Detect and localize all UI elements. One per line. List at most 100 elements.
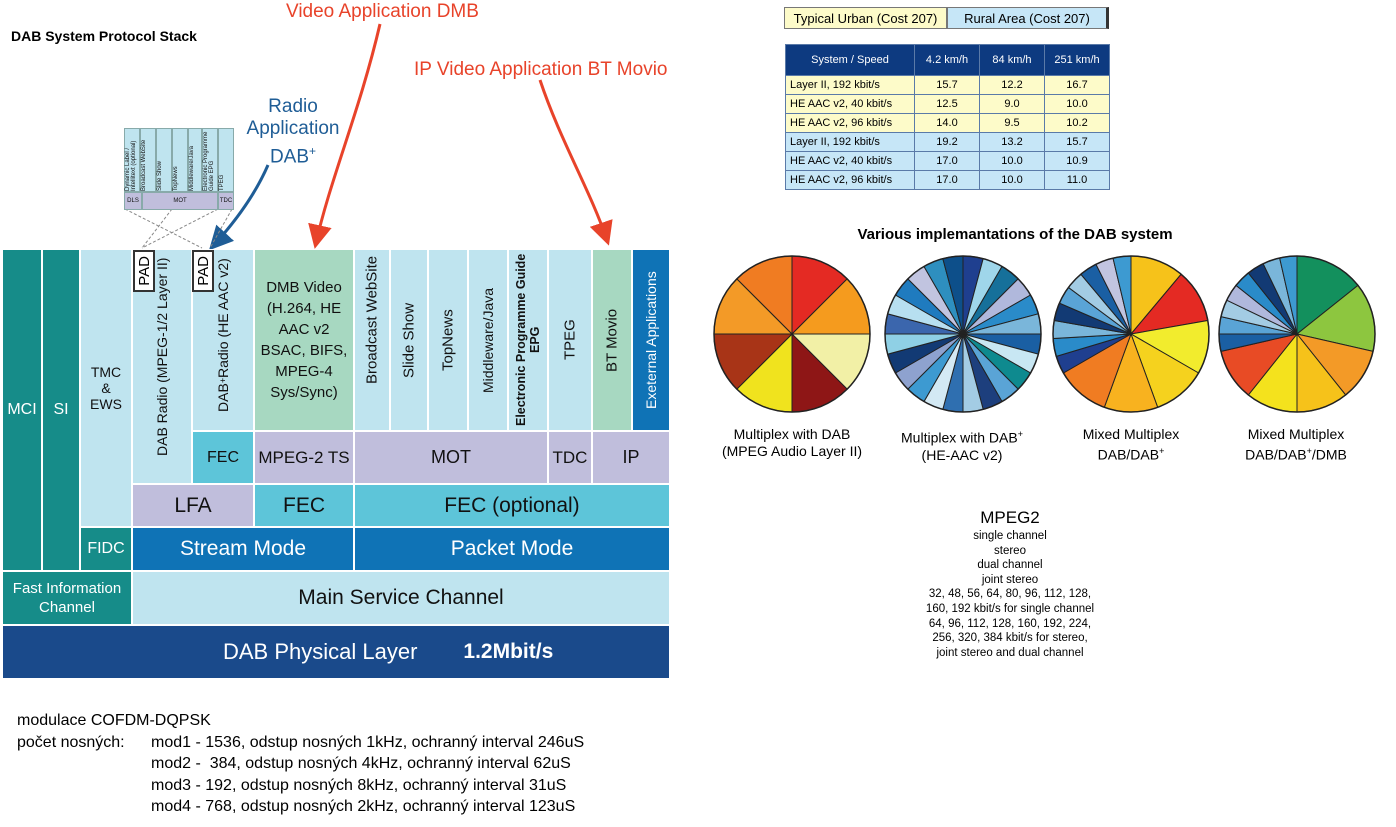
- epg-cell: Electronic Programme Guide EPG: [508, 249, 548, 431]
- table-cell: 13.2: [979, 132, 1045, 152]
- tdc-cell: TDC: [548, 431, 592, 484]
- pie-2-line-1: Multiplex with DAB+: [877, 426, 1047, 447]
- legend-rural: Rural Area (Cost 207): [947, 7, 1109, 29]
- table-cell: 9.5: [979, 113, 1045, 133]
- mini-tdc: TDC: [218, 192, 234, 210]
- table-cell: 12.2: [979, 75, 1045, 95]
- arrow-radio-dab: [208, 164, 270, 251]
- video-application-label: Video Application DMB: [286, 1, 479, 22]
- fec-small-cell: FEC: [192, 431, 254, 484]
- ip-video-application-label: IP Video Application BT Movio: [414, 59, 668, 80]
- table-cell: 10.0: [979, 170, 1045, 190]
- external-applications-cell: Exeternal Applications: [632, 249, 670, 431]
- mini-epg-col: Electronic Programme Guide EPG: [202, 128, 218, 192]
- mci-cell: MCI: [2, 249, 42, 571]
- pie-4-line-1: Mixed Multiplex: [1247, 426, 1345, 442]
- mpeg2-line: 32, 48, 56, 64, 80, 96, 112, 128,: [928, 588, 1092, 601]
- dab-plus-radio-label: Radio (HE AAC v2): [215, 258, 231, 378]
- radio-app-dab: DAB: [269, 146, 310, 168]
- pie-4-outline: [1218, 255, 1376, 413]
- physical-rate-label: 1.2Mbit/s: [463, 640, 554, 663]
- mode-line: mod3 - 192, odstup nosných 8kHz, ochrann…: [151, 776, 567, 794]
- middleware-cell: Middleware/Java: [468, 249, 508, 431]
- msc-cell: Main Service Channel: [132, 571, 670, 625]
- pie-2-outline: [884, 255, 1042, 413]
- arrows-overlay: [124, 23, 613, 251]
- mini-topnews-col: TopNews: [172, 128, 188, 192]
- radio-app-line-2: Application: [246, 118, 340, 139]
- pie-3-sup: +: [1159, 446, 1165, 456]
- mini-protocol-stack: Dynamic Label / Intellitext (optional) B…: [124, 128, 234, 210]
- modulation-line: modulace COFDM-DQPSK: [17, 712, 211, 729]
- pie-label-3: Mixed Multiplex DAB/DAB+: [1046, 426, 1216, 464]
- pie-4-text: DAB/DAB: [1245, 446, 1307, 463]
- pie-2-text: Multiplex with DAB: [901, 429, 1018, 446]
- mot-cell: MOT: [354, 431, 548, 484]
- mpeg2-line: dual channel: [977, 559, 1043, 572]
- table-cell: 15.7: [1044, 132, 1110, 152]
- mpeg2-line: stereo: [994, 544, 1026, 557]
- table-cell: 10.0: [979, 151, 1045, 171]
- table-header: 84 km/h: [979, 44, 1045, 76]
- table-cell: 17.0: [914, 170, 980, 190]
- pad-box-1: PAD: [133, 250, 155, 292]
- dab-plus-sup: +: [218, 377, 228, 384]
- lfa-cell: LFA: [132, 484, 254, 527]
- speed-table: System / Speed 4.2 km/h 84 km/h 251 km/h…: [785, 44, 1110, 190]
- mpeg2-ts-cell: MPEG-2 TS: [254, 431, 354, 484]
- mpeg2-line: 256, 320, 384 kbit/s for stereo,: [932, 632, 1088, 645]
- bt-movio-cell: BT Movio: [592, 249, 632, 431]
- mode-line: mod1 - 1536, odstup nosných 1kHz, ochran…: [151, 733, 585, 751]
- pie-3-line-2: DAB/DAB+: [1046, 443, 1216, 464]
- fec-optional-cell: FEC (optional): [354, 484, 670, 527]
- mpeg2-line: single channel: [973, 530, 1047, 542]
- stream-mode-cell: Stream Mode: [132, 527, 354, 571]
- pie-charts: [713, 255, 1376, 413]
- packet-mode-cell: Packet Mode: [354, 527, 670, 571]
- physical-layer-cell: DAB Physical Layer 1.2Mbit/s: [2, 625, 670, 679]
- table-cell: 14.0: [914, 113, 980, 133]
- table-cell: 9.0: [979, 94, 1045, 114]
- pie-2-line-2: (HE-AAC v2): [921, 446, 1003, 463]
- table-cell: 17.0: [914, 151, 980, 171]
- table-cell: 10.9: [1044, 151, 1110, 171]
- pies-title: Various implemantations of the DAB syste…: [857, 226, 1173, 243]
- tmc-ews-cell: TMC & EWS: [80, 249, 132, 527]
- arrow-video-dmb: [308, 23, 382, 249]
- table-cell: 16.7: [1044, 75, 1110, 95]
- pie-label-4: Mixed Multiplex DAB/DAB+/DMB: [1211, 426, 1381, 464]
- physical-layer-label: DAB Physical Layer: [223, 639, 418, 664]
- pie-label-2: Multiplex with DAB+ (HE-AAC v2): [877, 426, 1047, 464]
- topnews-cell: TopNews: [428, 249, 468, 431]
- table-cell: Layer II, 192 kbit/s: [785, 132, 915, 152]
- table-cell: 10.0: [1044, 94, 1110, 114]
- table-cell: 12.5: [914, 94, 980, 114]
- pie-3-outline: [1052, 255, 1210, 413]
- mini-broadcast-col: Broadcast WebSite: [140, 128, 156, 192]
- mpeg2-line: joint stereo: [981, 573, 1039, 586]
- table-cell: HE AAC v2, 96 kbit/s: [785, 170, 915, 190]
- fidc-cell: FIDC: [80, 527, 132, 571]
- pie-3-text: DAB/DAB: [1097, 446, 1160, 463]
- table-cell: HE AAC v2, 40 kbit/s: [785, 94, 915, 114]
- table-cell: HE AAC v2, 96 kbit/s: [785, 113, 915, 133]
- pie-1-outline: [713, 255, 871, 413]
- table-cell: 15.7: [914, 75, 980, 95]
- pie-3-line-1: Mixed Multiplex: [1082, 426, 1180, 442]
- arrow-bt-movio: [538, 79, 613, 246]
- mini-dls: DLS: [124, 192, 142, 210]
- table-cell: 11.0: [1044, 170, 1110, 190]
- mpeg2-line: 160, 192 kbit/s for single channel: [925, 602, 1095, 615]
- mini-middleware-col: Middleware/Java: [188, 128, 202, 192]
- table-header-row: System / Speed 4.2 km/h 84 km/h 251 km/h: [785, 44, 1110, 76]
- pie-1-line-1: Multiplex with DAB: [733, 426, 851, 442]
- mode-line: mod2 - 384, odstup nosných 4kHz, ochrann…: [151, 755, 571, 772]
- table-cell: 19.2: [914, 132, 980, 152]
- table-cell: Layer II, 192 kbit/s: [785, 75, 915, 95]
- pie-4-text-b: /DMB: [1311, 446, 1347, 463]
- slide-show-cell: Slide Show: [390, 249, 428, 431]
- ip-cell: IP: [592, 431, 670, 484]
- mode-line: mod4 - 768, odstup nosných 2kHz, ochrann…: [151, 798, 576, 815]
